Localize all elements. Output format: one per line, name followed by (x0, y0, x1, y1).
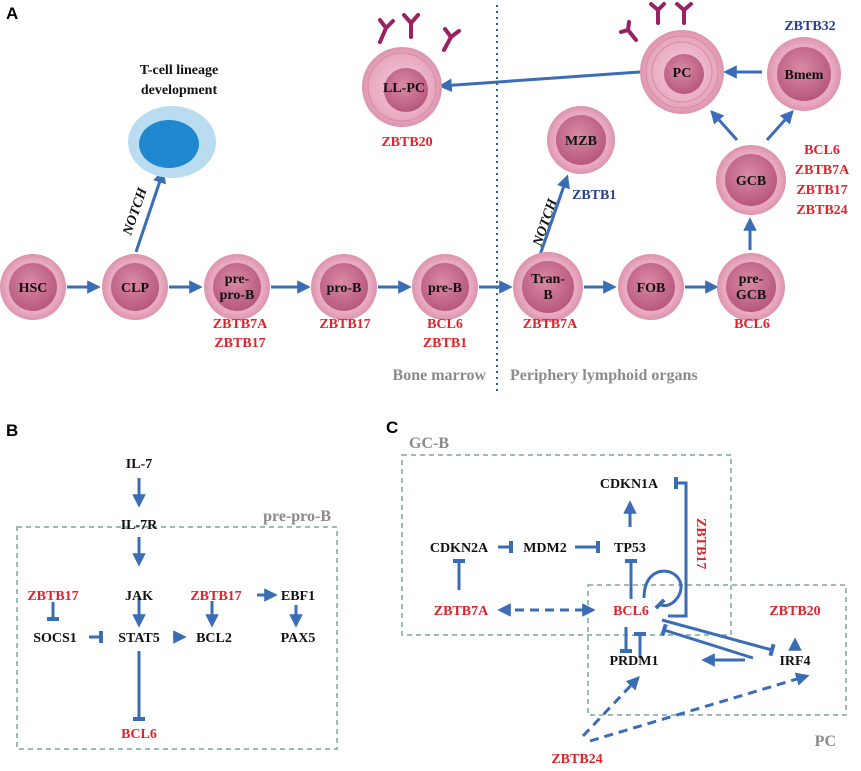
cell-prepro-b-label-2: pro-B (220, 288, 255, 303)
cell-pre-b: pre-B (412, 254, 478, 320)
zbtb-pro-b: ZBTB17 (319, 317, 370, 332)
cell-mzb-label: MZB (565, 134, 597, 149)
cell-pro-b: pro-B (311, 254, 377, 320)
panel-c-edges (453, 477, 810, 743)
c-bcl6: BCL6 (613, 604, 649, 619)
t-cell-title-1: T-cell lineage (140, 63, 218, 78)
cell-pre-gcb-label-2: GCB (736, 288, 766, 303)
cell-pc-label: PC (673, 66, 692, 81)
cell-clp: CLP (102, 254, 168, 320)
b-il7: IL-7 (126, 457, 152, 472)
cell-gcb-label: GCB (736, 174, 766, 189)
panel-b-arrows (47, 478, 303, 721)
cell-fob: FOB (618, 254, 684, 320)
zbtb-llpc: ZBTB20 (381, 135, 432, 150)
cell-tran-b-label-1: Tran- (531, 272, 565, 287)
cell-fob-label: FOB (637, 281, 666, 296)
cell-llpc-label: LL-PC (383, 81, 425, 96)
zbtb-bmem: ZBTB32 (784, 19, 835, 34)
b-bcl2: BCL2 (196, 631, 232, 646)
c-irf4: IRF4 (779, 654, 810, 669)
b-ebf1: EBF1 (281, 589, 315, 604)
gcb-box-label: GC-B (409, 435, 449, 452)
c-zbtb24: ZBTB24 (551, 752, 602, 767)
cell-prepro-b: pre- pro-B (204, 254, 270, 320)
c-tp53: TP53 (614, 541, 646, 556)
c-cdkn1a: CDKN1A (600, 477, 659, 492)
cell-pre-gcb: pre- GCB (717, 253, 785, 321)
zbtb-mzb: ZBTB1 (572, 188, 616, 203)
zbtb-gcb-2: ZBTB7A (795, 163, 850, 178)
cell-llpc: LL-PC (362, 47, 442, 127)
b-stat5: STAT5 (118, 631, 160, 646)
cell-prepro-b-label-1: pre- (225, 272, 250, 287)
gcb-box (401, 454, 732, 636)
c-mdm2: MDM2 (523, 541, 567, 556)
panel-b-label: B (6, 421, 18, 440)
cell-gcb: GCB (716, 145, 786, 215)
t-cell (128, 106, 216, 178)
b-bcl6: BCL6 (121, 727, 157, 742)
pc-box-label: PC (815, 733, 836, 750)
b-zbtb17-mid: ZBTB17 (190, 589, 241, 604)
region-periphery: Periphery lymphoid organs (510, 367, 698, 384)
b-zbtb17-left: ZBTB17 (27, 589, 78, 604)
c-cdkn2a: CDKN2A (430, 541, 489, 556)
zbtb-gcb-4: ZBTB24 (796, 203, 847, 218)
zbtb-pre-b-1: BCL6 (427, 317, 463, 332)
b-il7r: IL-7R (121, 518, 158, 533)
t-cell-title-2: development (141, 83, 218, 98)
cell-hsc: HSC (0, 254, 66, 320)
zbtb-gcb-3: ZBTB17 (796, 183, 847, 198)
cell-mzb: MZB (547, 106, 615, 174)
pc-box (587, 584, 847, 716)
cell-pre-b-label: pre-B (428, 281, 462, 296)
c-zbtb7a: ZBTB7A (434, 604, 489, 619)
antibody-icons (378, 2, 693, 52)
zbtb-prepro-2: ZBTB17 (214, 336, 265, 351)
b-socs1: SOCS1 (33, 631, 77, 646)
cell-pc: PC (640, 30, 724, 114)
prepro-b-box-label: pre-pro-B (263, 508, 331, 525)
cell-clp-label: CLP (121, 281, 149, 296)
cell-bmem: Bmem (767, 37, 841, 111)
notch-label-1: NOTCH (120, 185, 151, 238)
cell-tran-b-label-2: B (543, 288, 552, 303)
zbtb-pre-b-2: ZBTB1 (423, 336, 467, 351)
b-jak: JAK (125, 589, 153, 604)
zbtb-prepro-1: ZBTB7A (213, 317, 268, 332)
region-bone-marrow: Bone marrow (393, 367, 487, 384)
zbtb-tran-b: ZBTB7A (523, 317, 578, 332)
c-zbtb20: ZBTB20 (769, 604, 820, 619)
notch-label-2: NOTCH (530, 196, 561, 249)
cell-pro-b-label: pro-B (327, 281, 362, 296)
c-zbtb17: ZBTB17 (693, 518, 708, 569)
zbtb-pre-gcb: BCL6 (734, 317, 770, 332)
cell-tran-b: Tran- B (513, 252, 583, 322)
cell-bmem-label: Bmem (785, 68, 824, 83)
cell-hsc-label: HSC (19, 281, 48, 296)
cell-pre-gcb-label-1: pre- (739, 272, 764, 287)
prepro-b-box (16, 526, 338, 750)
b-pax5: PAX5 (281, 631, 316, 646)
lineage-arrows (67, 65, 794, 294)
c-prdm1: PRDM1 (610, 654, 659, 669)
panel-a-label: A (6, 4, 18, 23)
zbtb-gcb-1: BCL6 (804, 143, 840, 158)
panel-c-label: C (386, 418, 398, 437)
